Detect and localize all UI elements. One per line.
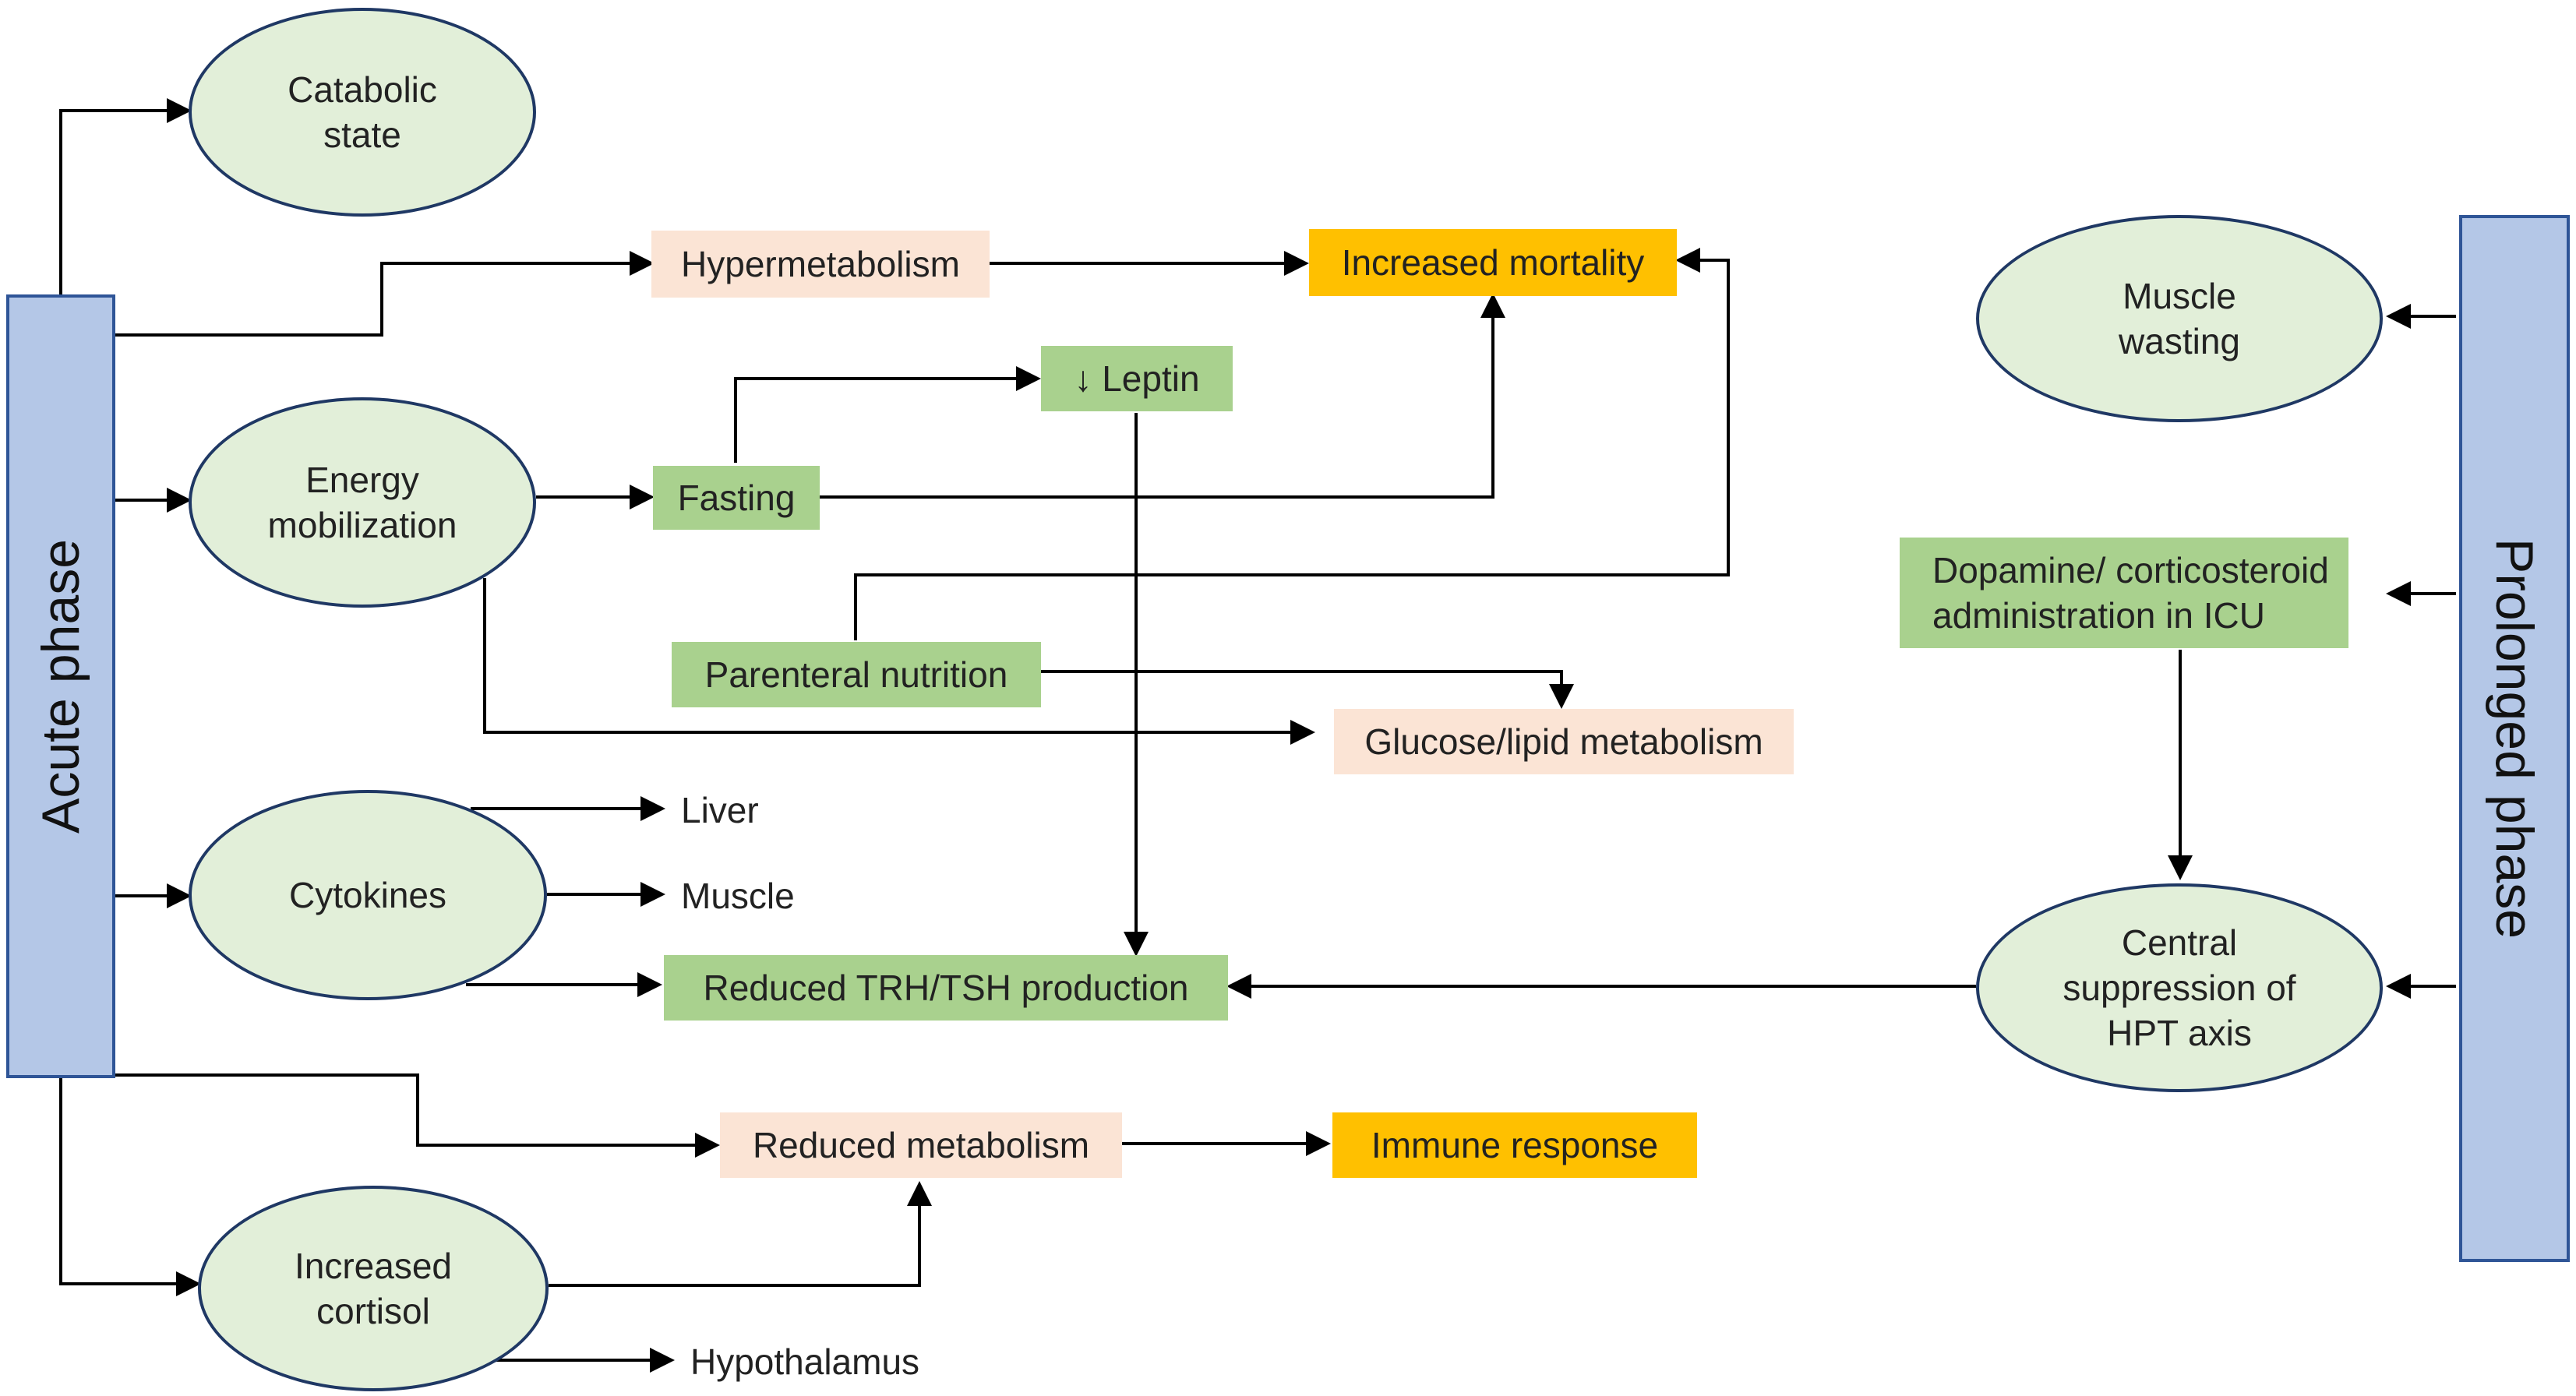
arrow-energy-to-glucose: [483, 578, 1315, 745]
muscle-label: Muscle: [681, 876, 795, 916]
energy-mobilization-node: Energy mobilization: [189, 397, 536, 608]
arrow-acute-to-hypermetabolism: [115, 251, 655, 337]
reduced-trh-tsh-box: Reduced TRH/TSH production: [664, 955, 1228, 1021]
central-suppression-node: Central suppression of HPT axis: [1976, 883, 2383, 1092]
increased-cortisol-node: Increased cortisol: [198, 1186, 549, 1391]
arrow-fasting-to-mortality: [820, 293, 1505, 499]
prolonged-phase-bar: [2459, 215, 2570, 1262]
arrow-fasting-to-leptin: [734, 366, 1041, 463]
muscle-wasting-node: Muscle wasting: [1976, 215, 2383, 422]
catabolic-state-node: Catabolic state: [189, 8, 536, 217]
acute-phase-bar: [6, 294, 115, 1078]
glucose-lipid-box: Glucose/lipid metabolism: [1334, 709, 1794, 774]
increased-mortality-box: Increased mortality: [1309, 229, 1677, 296]
dopamine-corticosteroid-box: Dopamine/ corticosteroid administration …: [1900, 538, 2348, 648]
hypothalamus-label: Hypothalamus: [690, 1341, 920, 1382]
acute-phase-label: Acute phase: [31, 538, 90, 834]
arrow-parenteral-to-mortality: [854, 248, 1730, 640]
liver-label: Liver: [681, 790, 759, 830]
reduced-metabolism-box: Reduced metabolism: [720, 1112, 1122, 1178]
cytokines-node: Cytokines: [189, 790, 547, 1000]
prolonged-phase-label: Prolonged phase: [2485, 538, 2544, 939]
parenteral-nutrition-box: Parenteral nutrition: [672, 642, 1041, 707]
fasting-box: Fasting: [653, 466, 820, 530]
leptin-box: ↓ Leptin: [1041, 346, 1233, 411]
arrow-acute-to-catabolic: [59, 98, 192, 294]
immune-response-box: Immune response: [1332, 1112, 1697, 1178]
arrow-parenteral-to-glucose: [1041, 670, 1574, 709]
arrow-acute-to-cortisol: [59, 1078, 201, 1296]
arrow-acute-to-reduced-metabolism: [115, 1073, 720, 1158]
hypermetabolism-box: Hypermetabolism: [651, 231, 990, 298]
arrow-cortisol-to-reduced-metabolism: [549, 1181, 932, 1287]
